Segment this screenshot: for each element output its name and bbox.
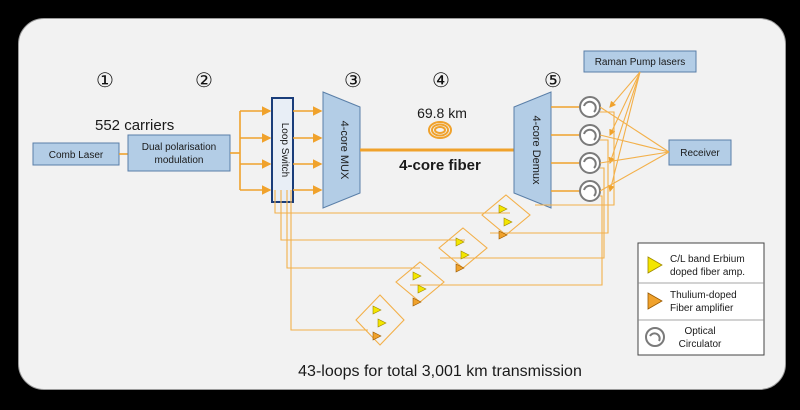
circulator-icon xyxy=(579,180,601,202)
amplifier-stage xyxy=(481,194,531,240)
demux-label: 4-core Demux xyxy=(530,115,542,185)
legend-thulium-line-2: Fiber amplifier xyxy=(670,303,734,314)
mux-box: 4-core MUX xyxy=(322,91,361,209)
step-3-label: ③ xyxy=(344,68,362,92)
loop-switch-box: Loop Switch xyxy=(271,97,294,203)
circulator-icon xyxy=(579,96,601,118)
amplifier-stage xyxy=(355,294,405,346)
demux-to-circulator-wires xyxy=(551,106,580,192)
raman-to-circulator-wires xyxy=(608,71,641,193)
raman-pump-box: Raman Pump lasers xyxy=(583,50,697,73)
modulation-label-line-1: Dual polarisation xyxy=(142,142,217,153)
modulation-label-line-2: modulation xyxy=(155,155,204,166)
demux-box: 4-core Demux xyxy=(513,91,552,209)
fiber-coil-icon xyxy=(428,121,452,139)
legend-thulium-line-1: Thulium-doped xyxy=(670,290,737,301)
step-2-label: ② xyxy=(195,68,213,92)
circulator-to-receiver-wires xyxy=(599,106,670,192)
carriers-label: 552 carriers xyxy=(95,117,174,134)
legend-erbium-line-1: C/L band Erbium xyxy=(670,254,745,265)
step-1-label: ① xyxy=(96,68,114,92)
legend-circulator-line-1: Optical xyxy=(684,326,715,337)
amplifier-stage xyxy=(438,227,488,273)
mux-label: 4-core MUX xyxy=(338,121,350,180)
thulium-amp-icon xyxy=(647,292,663,310)
comb-laser-label: Comb Laser xyxy=(49,150,104,161)
circulator-icon xyxy=(579,124,601,146)
receiver-label: Receiver xyxy=(680,148,720,159)
receiver-box: Receiver xyxy=(668,139,732,166)
raman-pump-label: Raman Pump lasers xyxy=(595,57,686,68)
loop-switch-label: Loop Switch xyxy=(279,123,290,177)
circulator-legend-icon xyxy=(645,327,665,347)
switch-to-mux-wires xyxy=(293,106,323,195)
amplifier-stage xyxy=(395,261,445,307)
step-5-label: ⑤ xyxy=(544,68,562,92)
modulation-box: Dual polarisation modulation xyxy=(127,134,231,172)
return-loop-wires xyxy=(274,111,615,331)
caption: 43-loops for total 3,001 km transmission xyxy=(298,363,582,380)
legend-circulator-line-2: Circulator xyxy=(679,339,722,350)
distance-label: 69.8 km xyxy=(417,105,467,121)
fiber-label: 4-core fiber xyxy=(399,157,481,174)
erbium-amp-icon xyxy=(647,256,663,274)
step-4-label: ④ xyxy=(432,68,450,92)
mod-to-switch-wires xyxy=(230,106,272,195)
comb-laser-box: Comb Laser xyxy=(32,142,120,166)
legend-erbium-line-2: doped fiber amp. xyxy=(670,267,745,278)
legend: C/L band Erbium doped fiber amp. Thulium… xyxy=(637,242,765,356)
circulator-icon xyxy=(579,152,601,174)
